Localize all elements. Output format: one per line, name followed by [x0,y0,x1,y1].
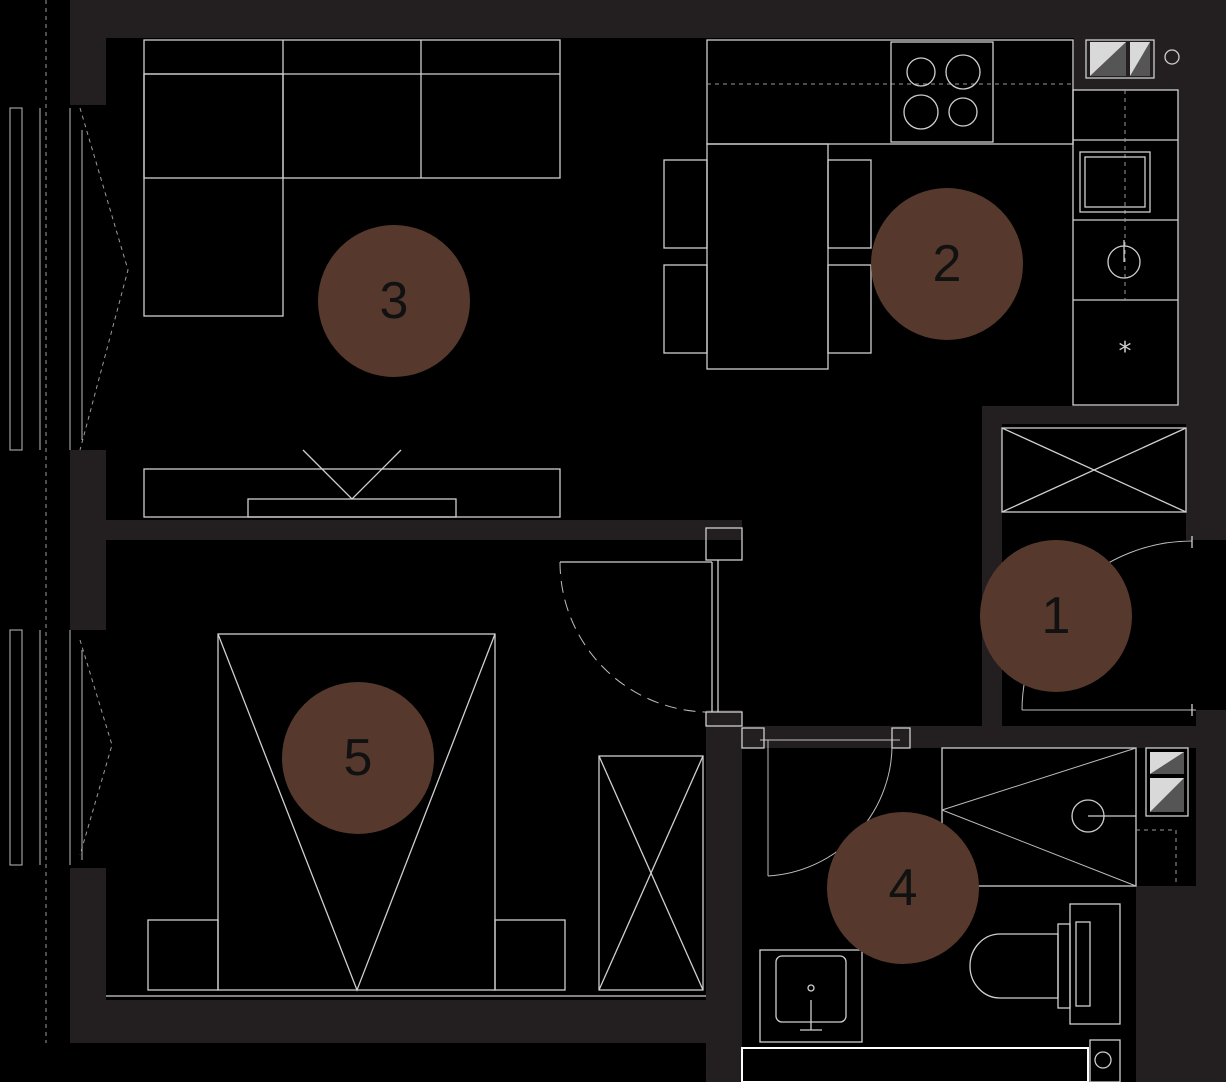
bathroom-appliance [1145,747,1189,817]
window-living-room [9,0,129,1043]
room-marker-4[interactable]: 4 [827,812,979,964]
room-number-2: 2 [933,235,962,293]
room-marker-5[interactable]: 5 [282,682,434,834]
walls [70,0,1226,1082]
room-marker-2[interactable]: 2 [871,188,1023,340]
appliance-top-right [1085,39,1180,79]
shower [941,747,1177,887]
room-number-3: 3 [380,272,409,330]
room-number-1: 1 [1042,587,1071,645]
bed [106,633,706,997]
dining-table [663,143,872,370]
toilet [969,903,1121,1025]
bathroom-window [741,1039,1121,1082]
window-bedroom [9,629,113,866]
bathroom-sink [759,949,863,1043]
kitchen-counter-top [706,39,1074,145]
wardrobe-bedroom [598,755,704,991]
room-number-5: 5 [344,729,373,787]
kitchen-counter-right: * [1072,89,1179,406]
bedroom-door [559,527,743,727]
room-marker-3[interactable]: 3 [318,225,470,377]
fridge-mark: * [1119,337,1132,367]
sofa [143,39,561,317]
wardrobe-entry [1001,427,1187,513]
room-marker-1[interactable]: 1 [980,540,1132,692]
room-number-4: 4 [889,859,918,917]
tv-stand [143,449,561,518]
